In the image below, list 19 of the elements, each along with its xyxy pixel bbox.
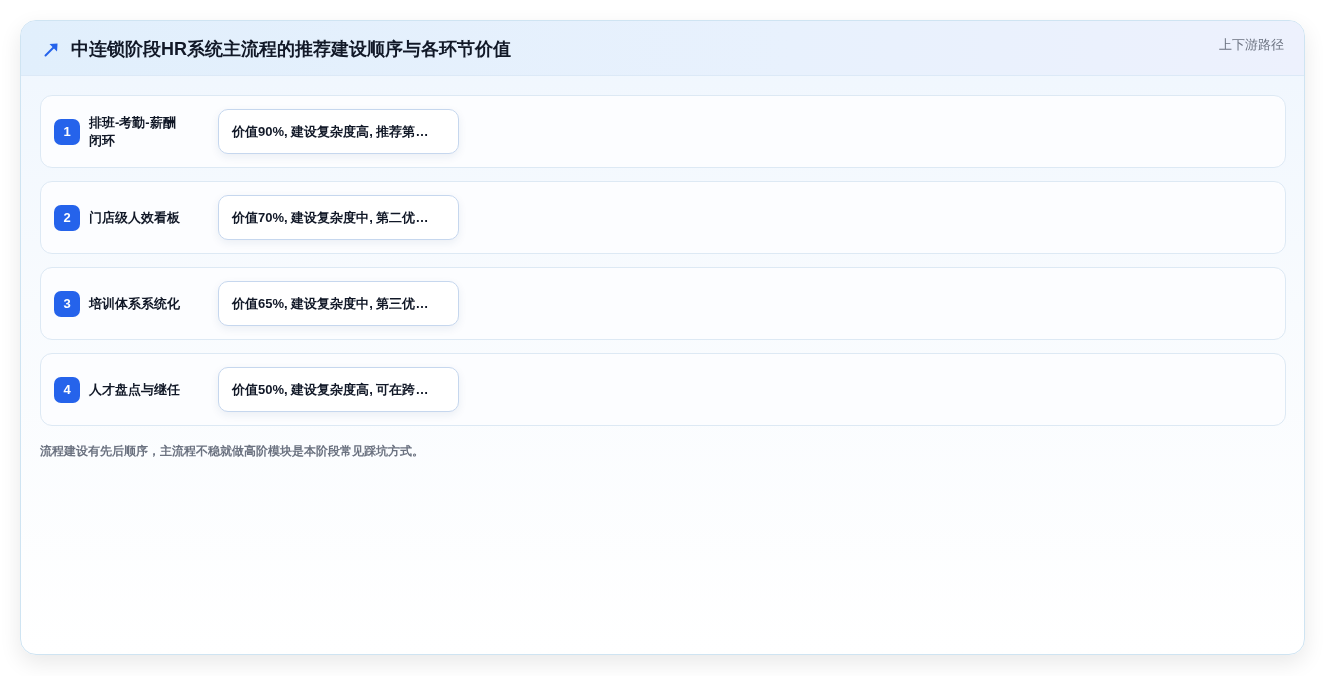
header-note: 上下游路径 [1219, 36, 1284, 54]
value-note: 价值50%, 建设复杂度高, 可在跨… [218, 367, 459, 412]
step-card [40, 267, 1286, 340]
step-number: 4 [54, 377, 80, 403]
step-card [40, 95, 1286, 168]
step-card [40, 181, 1286, 254]
step-card [40, 353, 1286, 426]
step-number: 2 [54, 205, 80, 231]
value-note: 价值70%, 建设复杂度中, 第二优… [218, 195, 459, 240]
step-number: 3 [54, 291, 80, 317]
step-label: 人才盘点与继任 [89, 380, 181, 399]
step-number: 1 [54, 119, 80, 145]
step-label: 门店级人效看板 [89, 208, 181, 227]
footnote: 流程建设有先后顺序，主流程不稳就做高阶模块是本阶段常见踩坑方式。 [40, 443, 424, 459]
value-note: 价值65%, 建设复杂度中, 第三优… [218, 281, 459, 326]
step-label: 培训体系系统化 [89, 294, 181, 313]
value-note: 价值90%, 建设复杂度高, 推荐第… [218, 109, 459, 154]
panel-title: 中连锁阶段HR系统主流程的推荐建设顺序与各环节价值 [71, 38, 511, 61]
step-label: 排班-考勤-薪酬闭环 [89, 113, 177, 150]
